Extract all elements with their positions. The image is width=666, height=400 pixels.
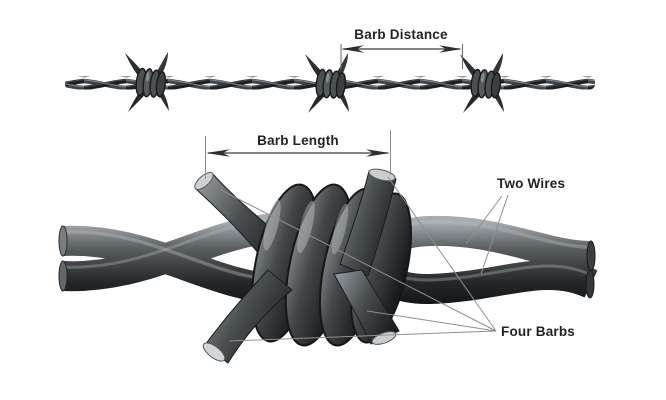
arrowhead-left	[341, 45, 364, 53]
dimension-barb-length	[205, 130, 391, 179]
wire-end-face	[58, 260, 68, 292]
dimension-barb-distance	[340, 44, 463, 69]
leader-lines-four-barbs	[220, 176, 497, 342]
wire-end-face	[585, 269, 595, 299]
barb-lower-left	[202, 269, 293, 364]
top-wire-strand	[65, 51, 595, 114]
barb-distance-label: Barb Distance	[354, 27, 448, 42]
two-wires-label: Two Wires	[497, 176, 566, 191]
arrowhead-left	[206, 149, 230, 157]
closeup-knot	[58, 168, 598, 364]
wire-end-face	[586, 240, 596, 272]
arrowhead-right	[366, 149, 390, 157]
wire-end-face	[58, 225, 68, 257]
barb-length-label: Barb Length	[257, 133, 339, 148]
leader-lines-two-wires	[465, 194, 509, 275]
four-barbs-label: Four Barbs	[501, 324, 576, 339]
arrowhead-right	[439, 45, 462, 53]
